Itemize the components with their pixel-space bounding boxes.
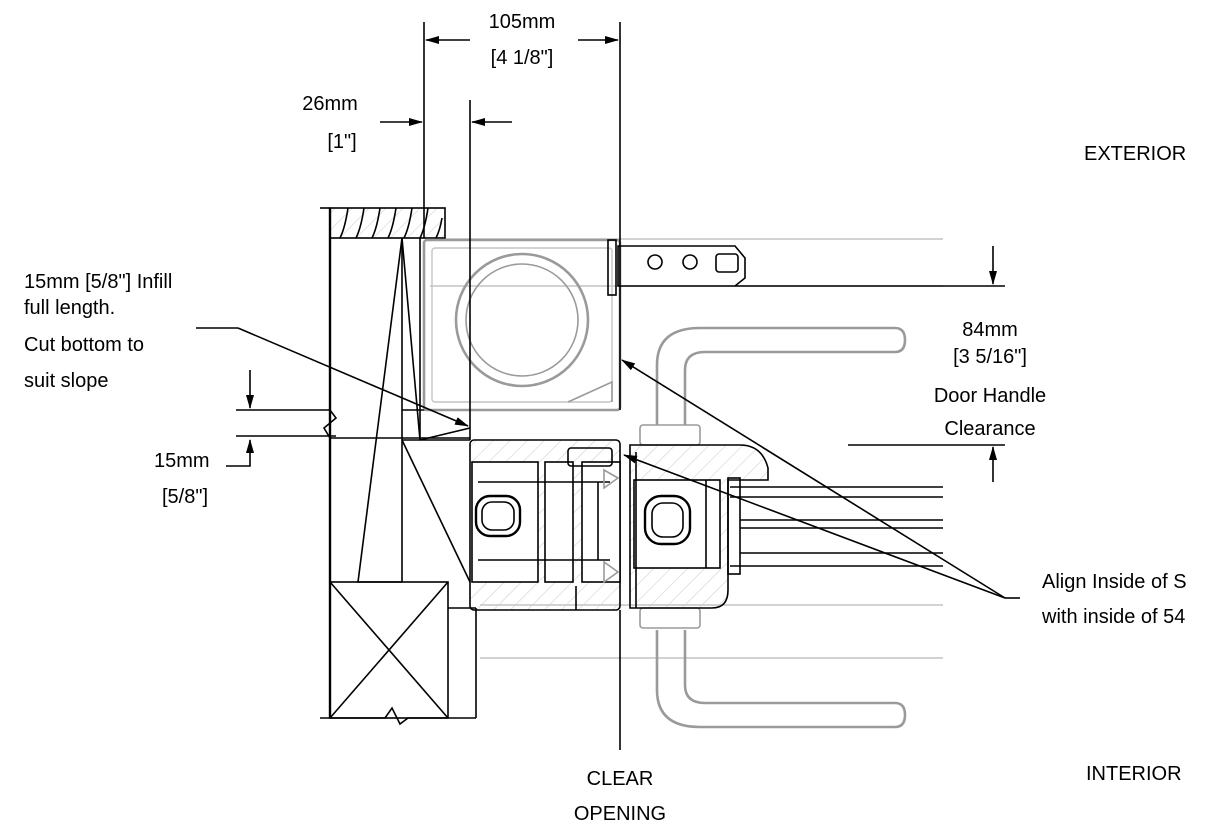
- door-frame-profile: [469, 439, 621, 611]
- dimension-lines: [196, 22, 1020, 750]
- clear-opening-line2: OPENING: [574, 803, 666, 825]
- infill-note-line4: suit slope: [24, 370, 109, 392]
- door-handle-exterior: [655, 326, 907, 425]
- infill-note-line2: full length.: [24, 297, 115, 319]
- screen-bar-clip: [607, 239, 746, 296]
- door-sash-profile: [629, 444, 769, 609]
- wood-framing: [236, 207, 477, 726]
- infill-note-line1: 15mm [5/8"] Infill: [24, 271, 172, 293]
- align-note-line2: with inside of 54: [1041, 606, 1185, 628]
- clear-opening-line1: CLEAR: [587, 768, 654, 790]
- dim-15-metric: 15mm: [154, 450, 210, 472]
- dim-15-imperial: [5/8"]: [162, 486, 208, 508]
- dim-26-imperial: [1"]: [327, 131, 356, 153]
- align-note-line1: Align Inside of S: [1042, 571, 1187, 593]
- dim-105-imperial: [4 1/8"]: [491, 47, 554, 69]
- handle-clearance-line2: Clearance: [944, 418, 1035, 440]
- labels: 105mm [4 1/8"] 26mm [1"] 15mm [5/8"] Inf…: [24, 11, 1187, 825]
- dim-84-imperial: [3 5/16"]: [953, 346, 1027, 368]
- dim-84-metric: 84mm: [962, 319, 1018, 341]
- infill-note-line3: Cut bottom to: [24, 334, 144, 356]
- handle-clearance-line1: Door Handle: [934, 385, 1046, 407]
- interior-label: INTERIOR: [1086, 763, 1182, 785]
- exterior-label: EXTERIOR: [1084, 143, 1186, 165]
- dim-26-metric: 26mm: [302, 93, 358, 115]
- dim-105-metric: 105mm: [489, 11, 556, 33]
- screen-housing: [422, 238, 622, 412]
